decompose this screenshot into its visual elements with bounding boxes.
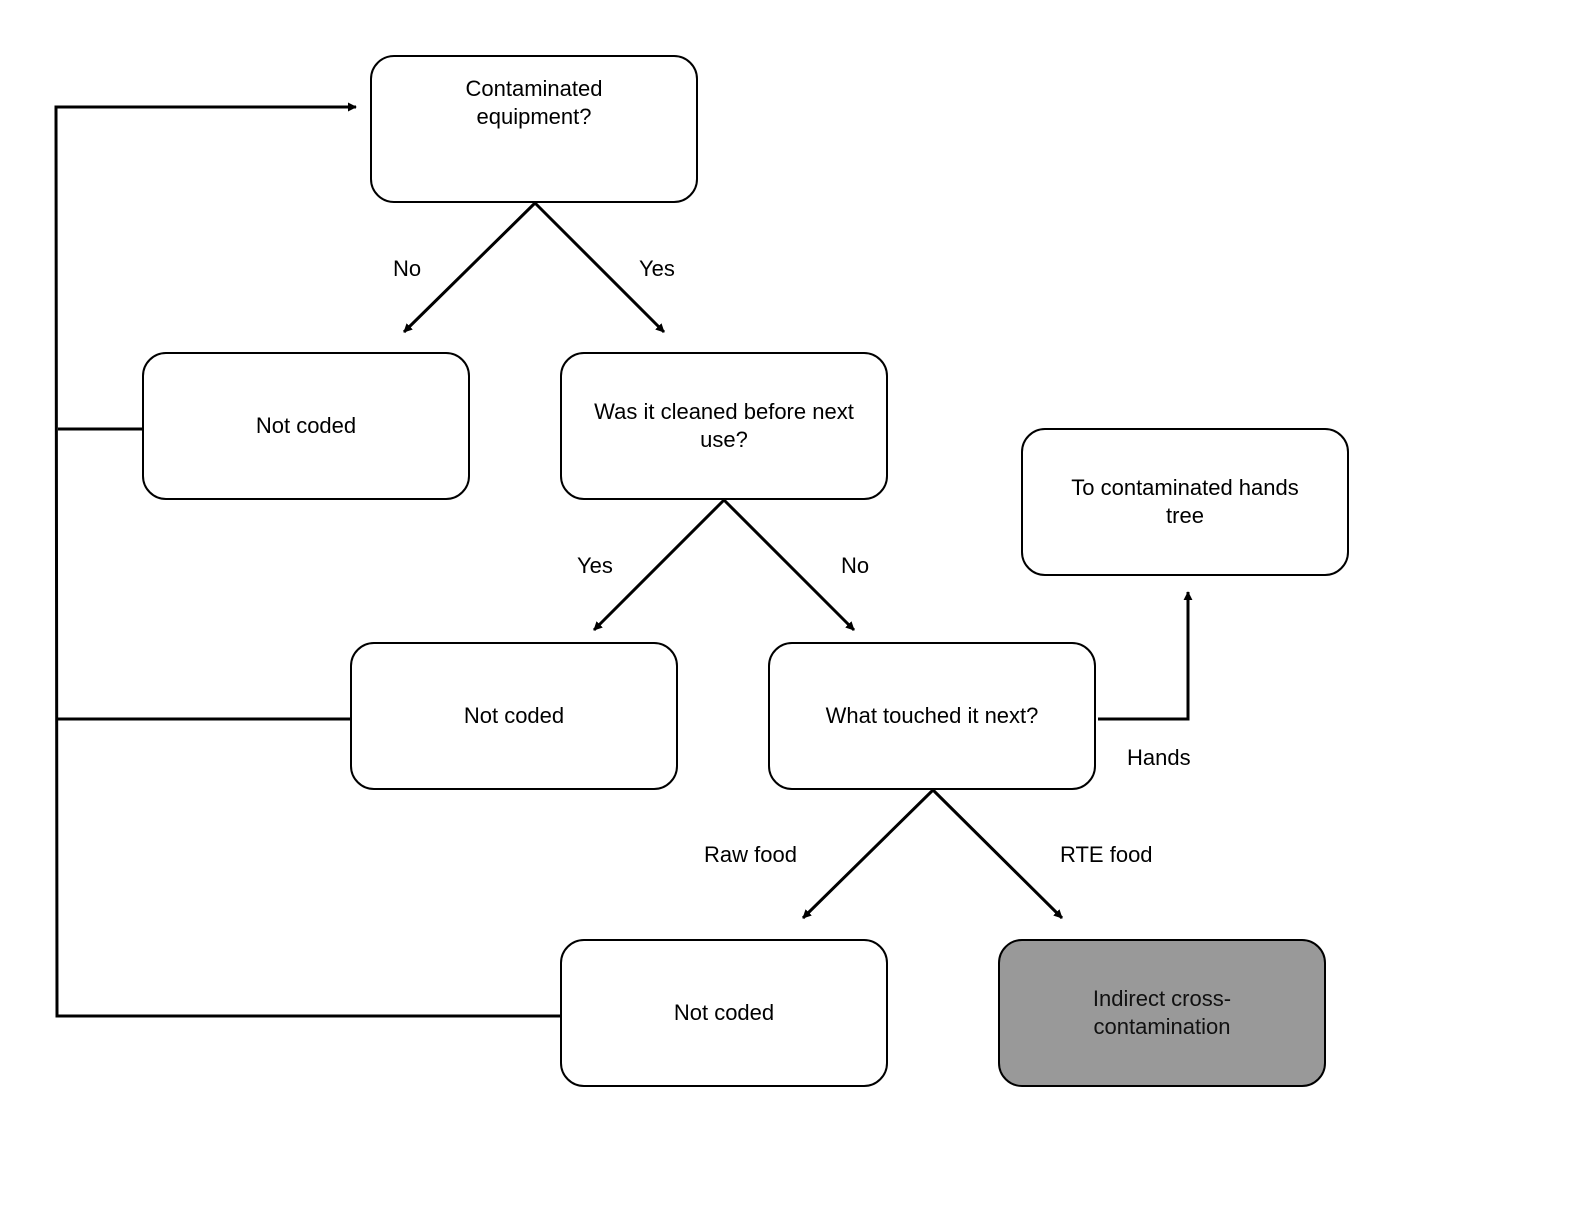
edge-label-equip-no: No: [393, 256, 422, 281]
edge-equip-yes: [533, 201, 666, 334]
edge-label-raw-food: Raw food: [704, 842, 797, 867]
node-label: Not coded: [673, 1000, 775, 1025]
node-label: Not coded: [255, 413, 357, 438]
edge-equip-no: [402, 201, 537, 334]
edge-label-rte-food: RTE food: [1060, 842, 1153, 867]
edge-label-cleaned-yes: Yes: [577, 553, 613, 578]
node-label: Contaminated equipment?: [465, 76, 603, 129]
edge-label-cleaned-no: No: [841, 553, 870, 578]
edge-touched-rte: [931, 788, 1064, 920]
node-label: What touched it next?: [825, 703, 1039, 728]
node-label: To contaminated hands tree: [1071, 475, 1299, 528]
node-label: Not coded: [463, 703, 565, 728]
node-contaminated-equipment: Contaminated equipment?: [370, 55, 698, 203]
edge-label-equip-yes: Yes: [639, 256, 675, 281]
edge-loop-back: [54, 102, 563, 1018]
node-label: Was it cleaned before next use?: [594, 399, 854, 452]
node-not-coded-3: Not coded: [560, 939, 888, 1087]
edge-label-hands: Hands: [1127, 745, 1191, 770]
node-indirect-cross-contamination: Indirect cross-contamination: [998, 939, 1326, 1087]
edge-cleaned-yes: [592, 498, 726, 632]
edge-touched-hands: [1098, 591, 1193, 721]
node-label: Indirect cross-contamination: [1092, 986, 1232, 1039]
node-to-hands-tree: To contaminated hands tree: [1021, 428, 1349, 576]
node-cleaned-before-next-use: Was it cleaned before next use?: [560, 352, 888, 500]
node-what-touched-next: What touched it next?: [768, 642, 1096, 790]
edge-touched-raw: [801, 788, 935, 920]
node-not-coded-1: Not coded: [142, 352, 470, 500]
node-not-coded-2: Not coded: [350, 642, 678, 790]
edge-cleaned-no: [722, 498, 856, 632]
